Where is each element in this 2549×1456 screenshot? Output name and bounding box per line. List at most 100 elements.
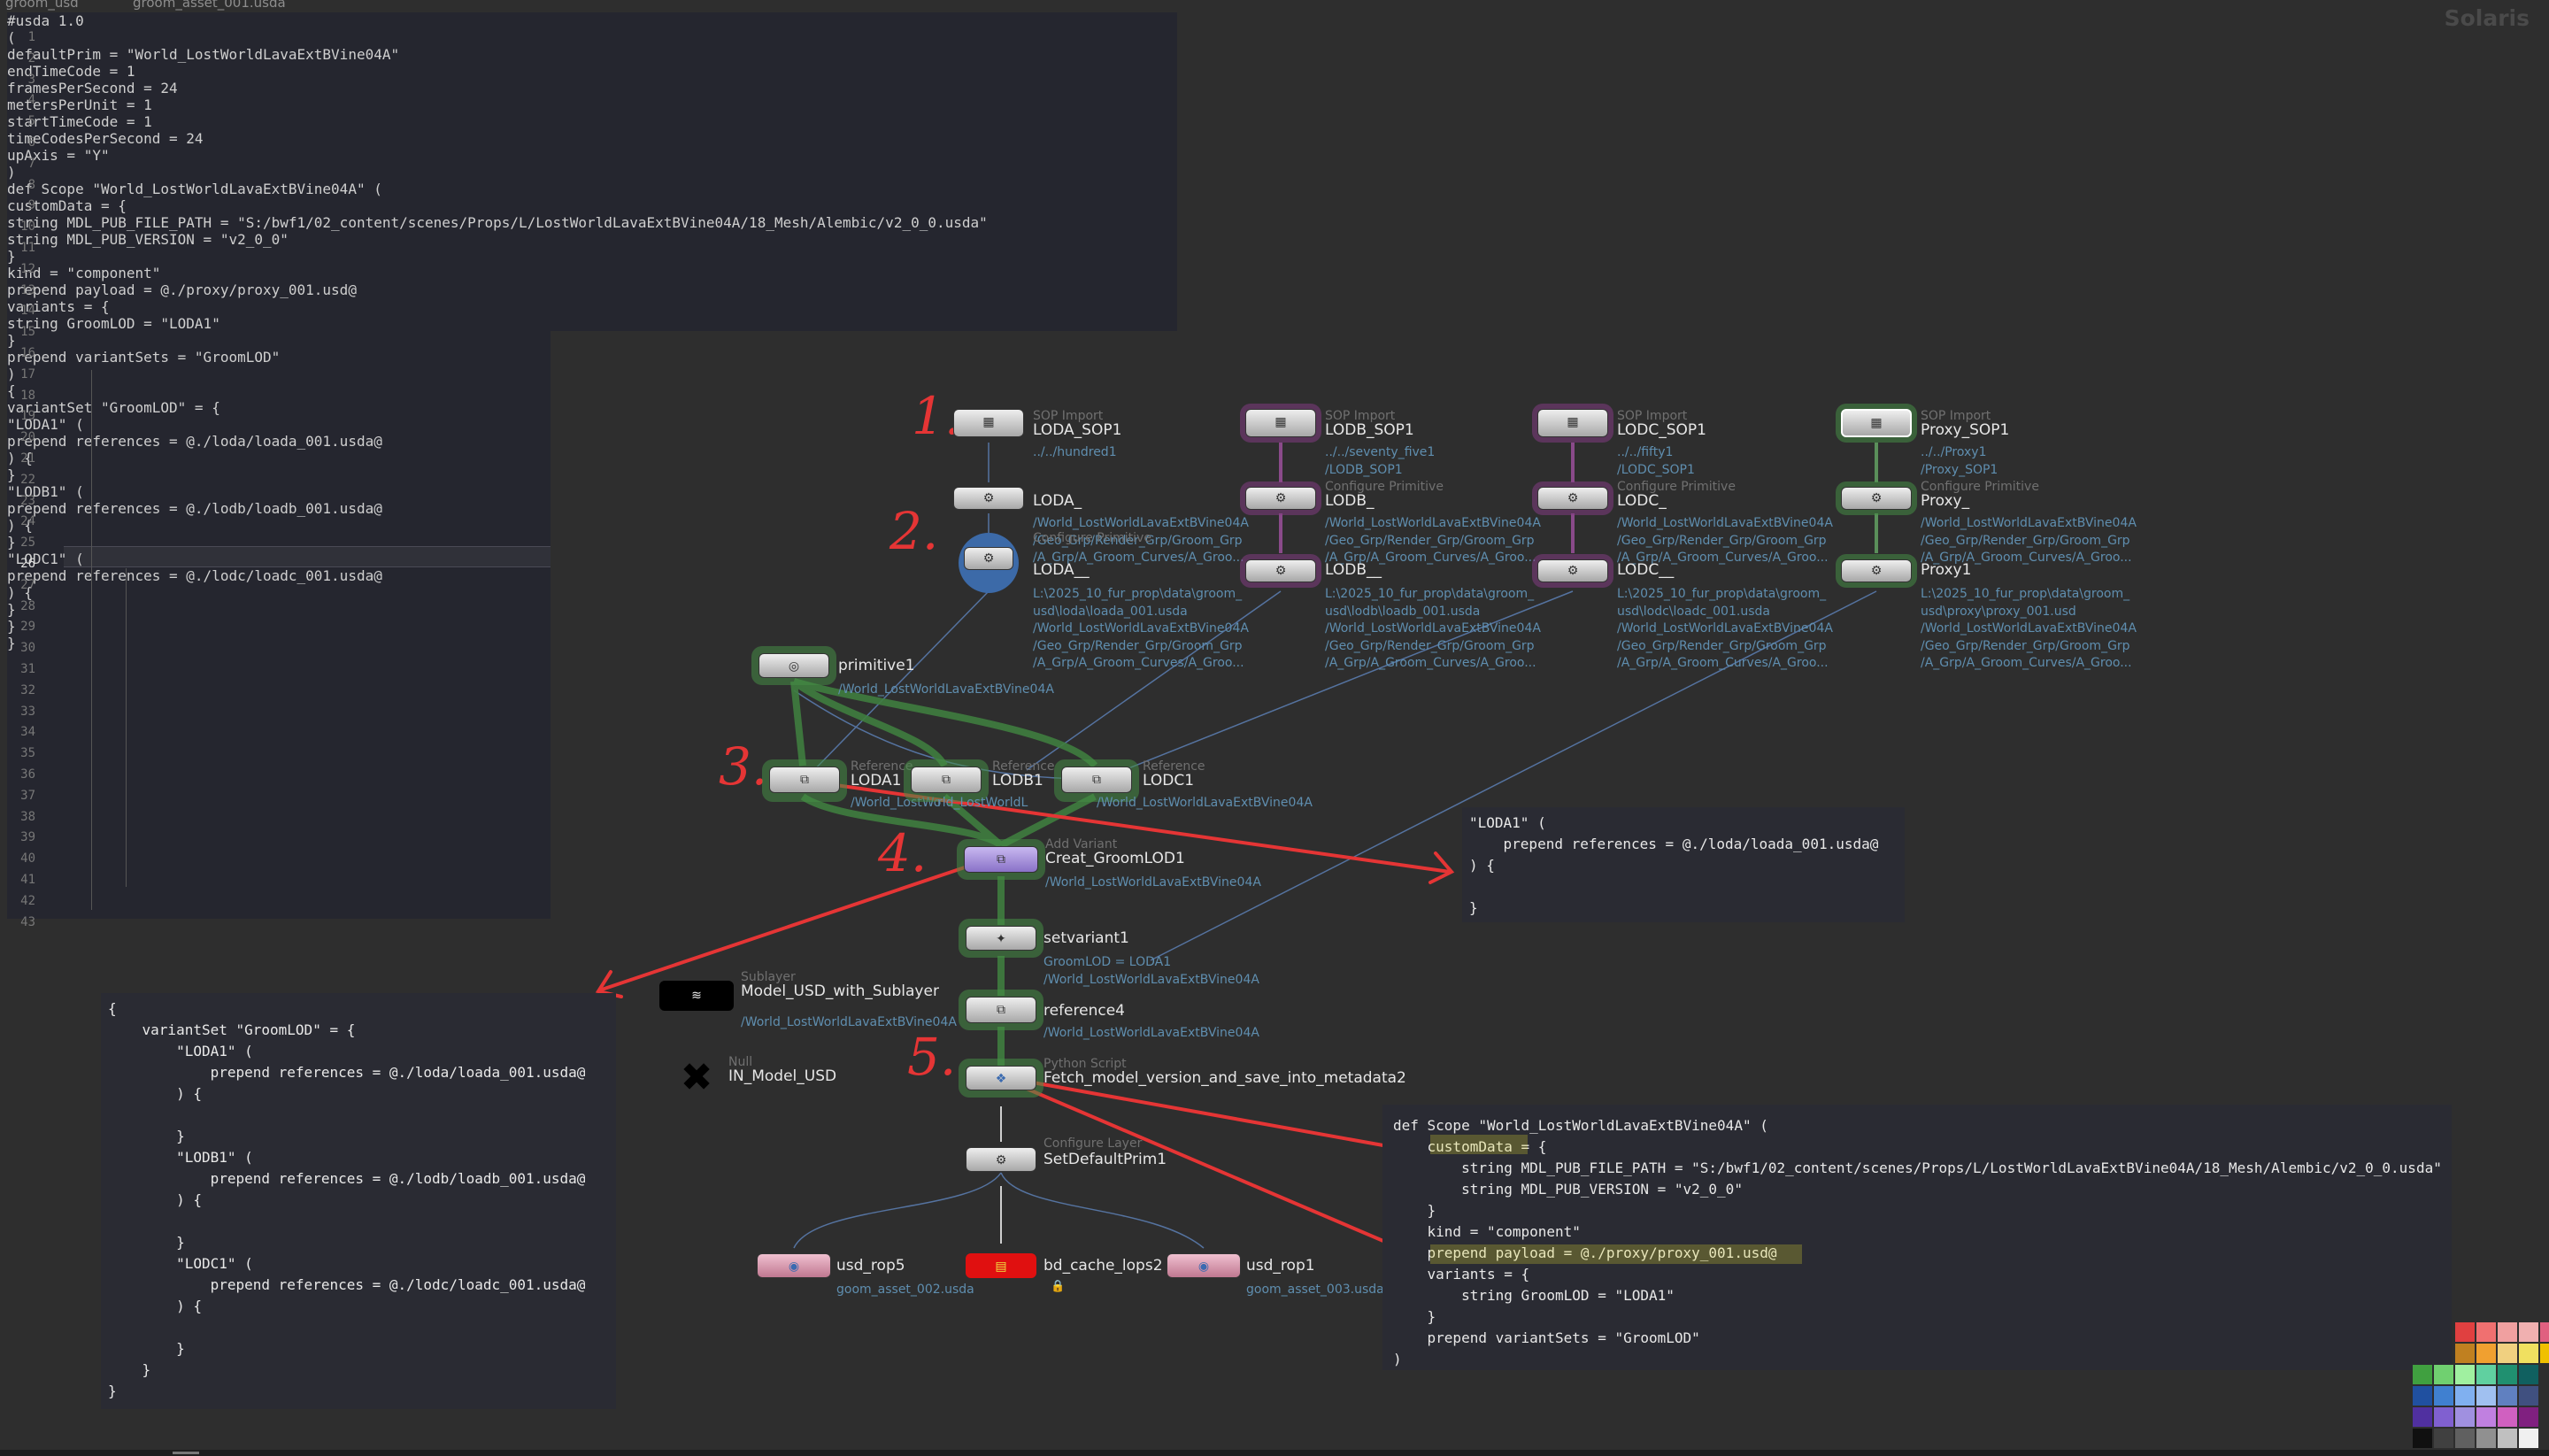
color-swatch[interactable] xyxy=(2476,1429,2496,1448)
callout-line: } xyxy=(1469,899,1478,916)
callout-line: } xyxy=(108,1128,185,1144)
color-swatch[interactable] xyxy=(2455,1365,2475,1384)
line-number: 42 xyxy=(20,893,35,908)
color-swatch[interactable] xyxy=(2455,1344,2475,1363)
code-line: string MDL_PUB_FILE_PATH = "S:/bwf1/02_c… xyxy=(7,214,988,231)
color-swatch[interactable] xyxy=(2476,1344,2496,1363)
callout-line: } xyxy=(1393,1308,1436,1325)
line-number: 6 xyxy=(27,135,35,150)
color-swatch[interactable] xyxy=(2455,1429,2475,1448)
code-line: customData = { xyxy=(7,197,127,214)
code-line: ) xyxy=(7,366,16,382)
callout-line: ) { xyxy=(108,1085,202,1102)
callout-line: prepend references = @./lodb/loadb_001.u… xyxy=(108,1170,586,1187)
highlight-payload xyxy=(1430,1244,1802,1264)
line-number: 31 xyxy=(20,662,35,676)
code-line: } xyxy=(7,466,16,483)
color-swatch[interactable] xyxy=(2519,1365,2538,1384)
callout-line: ) xyxy=(1393,1351,1402,1367)
line-number: 37 xyxy=(20,788,35,803)
callout-line: string MDL_PUB_VERSION = "v2_0_0" xyxy=(1393,1181,1743,1198)
line-number: 12 xyxy=(20,261,35,276)
tab-groom-asset[interactable]: groom_asset_001.usda xyxy=(133,0,286,11)
color-swatch[interactable] xyxy=(2498,1365,2517,1384)
code-line: timeCodesPerSecond = 24 xyxy=(7,130,204,147)
line-number: 20 xyxy=(20,430,35,445)
color-palette[interactable] xyxy=(2413,1322,2549,1455)
color-swatch[interactable] xyxy=(2413,1386,2432,1406)
callout-right: "LODA1" ( prepend references = @./loda/l… xyxy=(1462,807,1905,922)
tab-strip: groom_usd groom_asset_001.usda xyxy=(0,0,1177,16)
code-line: ) { xyxy=(7,517,33,534)
color-swatch[interactable] xyxy=(2498,1386,2517,1406)
color-swatch[interactable] xyxy=(2476,1386,2496,1406)
code-line: #usda 1.0 xyxy=(7,12,84,29)
line-number: 5 xyxy=(27,114,35,129)
color-swatch[interactable] xyxy=(2519,1386,2538,1406)
callout-line: variants = { xyxy=(1393,1266,1530,1283)
line-number: 30 xyxy=(20,641,35,656)
tab-groom-usd[interactable]: groom_usd xyxy=(5,0,79,11)
code-line: endTimeCode = 1 xyxy=(7,63,135,80)
color-swatch[interactable] xyxy=(2519,1344,2538,1363)
color-swatch[interactable] xyxy=(2434,1365,2453,1384)
color-swatch[interactable] xyxy=(2413,1429,2432,1448)
color-swatch[interactable] xyxy=(2476,1365,2496,1384)
code-editor[interactable] xyxy=(7,12,1177,331)
color-swatch[interactable] xyxy=(2498,1322,2517,1342)
callout-line: "LODC1" ( xyxy=(108,1255,253,1272)
color-swatch[interactable] xyxy=(2434,1407,2453,1427)
line-number: 22 xyxy=(20,472,35,487)
line-number: 43 xyxy=(20,914,35,929)
line-number: 4 xyxy=(27,93,35,108)
code-line: framesPerSecond = 24 xyxy=(7,80,178,96)
callout-line: "LODB1" ( xyxy=(108,1149,253,1166)
line-number: 41 xyxy=(20,873,35,887)
line-number: 11 xyxy=(20,241,35,255)
callout-line: } xyxy=(108,1340,185,1357)
code-line: ) { xyxy=(7,584,33,601)
callout-line: prepend references = @./loda/loada_001.u… xyxy=(1469,836,1879,852)
callout-line: } xyxy=(1393,1202,1436,1219)
code-line: kind = "component" xyxy=(7,265,161,281)
line-number: 3 xyxy=(27,72,35,87)
color-swatch[interactable] xyxy=(2540,1322,2549,1342)
code-line: prepend payload = @./proxy/proxy_001.usd… xyxy=(7,281,357,298)
line-number: 39 xyxy=(20,830,35,845)
color-swatch[interactable] xyxy=(2434,1429,2453,1448)
callout-line: variantSet "GroomLOD" = { xyxy=(108,1021,356,1038)
color-swatch[interactable] xyxy=(2498,1429,2517,1448)
color-swatch[interactable] xyxy=(2519,1429,2538,1448)
line-number: 17 xyxy=(20,366,35,381)
line-number: 16 xyxy=(20,346,35,360)
horizontal-scrollbar[interactable] xyxy=(0,1450,2549,1456)
code-line: ) { xyxy=(7,450,33,466)
line-number: 29 xyxy=(20,620,35,635)
indent-guide xyxy=(91,370,92,910)
color-swatch[interactable] xyxy=(2455,1407,2475,1427)
color-swatch[interactable] xyxy=(2434,1386,2453,1406)
color-swatch[interactable] xyxy=(2498,1344,2517,1363)
code-line: { xyxy=(7,382,16,399)
color-swatch[interactable] xyxy=(2476,1407,2496,1427)
code-editor-lower[interactable] xyxy=(7,327,551,919)
color-swatch[interactable] xyxy=(2455,1386,2475,1406)
scrollbar-thumb[interactable] xyxy=(173,1452,199,1454)
line-number: 10 xyxy=(20,220,35,235)
code-line: def Scope "World_LostWorldLavaExtBVine04… xyxy=(7,181,382,197)
color-swatch[interactable] xyxy=(2519,1322,2538,1342)
code-line: string MDL_PUB_VERSION = "v2_0_0" xyxy=(7,231,289,248)
line-number: 7 xyxy=(27,156,35,171)
color-swatch[interactable] xyxy=(2519,1407,2538,1427)
color-swatch[interactable] xyxy=(2476,1322,2496,1342)
step-label-2: 2. xyxy=(889,501,939,561)
color-swatch[interactable] xyxy=(2498,1407,2517,1427)
callout-line: string GroomLOD = "LODA1" xyxy=(1393,1287,1675,1304)
color-swatch[interactable] xyxy=(2413,1365,2432,1384)
color-swatch[interactable] xyxy=(2455,1322,2475,1342)
line-number: 33 xyxy=(20,704,35,719)
color-swatch[interactable] xyxy=(2413,1407,2432,1427)
line-number: 25 xyxy=(20,535,35,551)
line-number: 35 xyxy=(20,746,35,761)
color-swatch[interactable] xyxy=(2540,1344,2549,1363)
